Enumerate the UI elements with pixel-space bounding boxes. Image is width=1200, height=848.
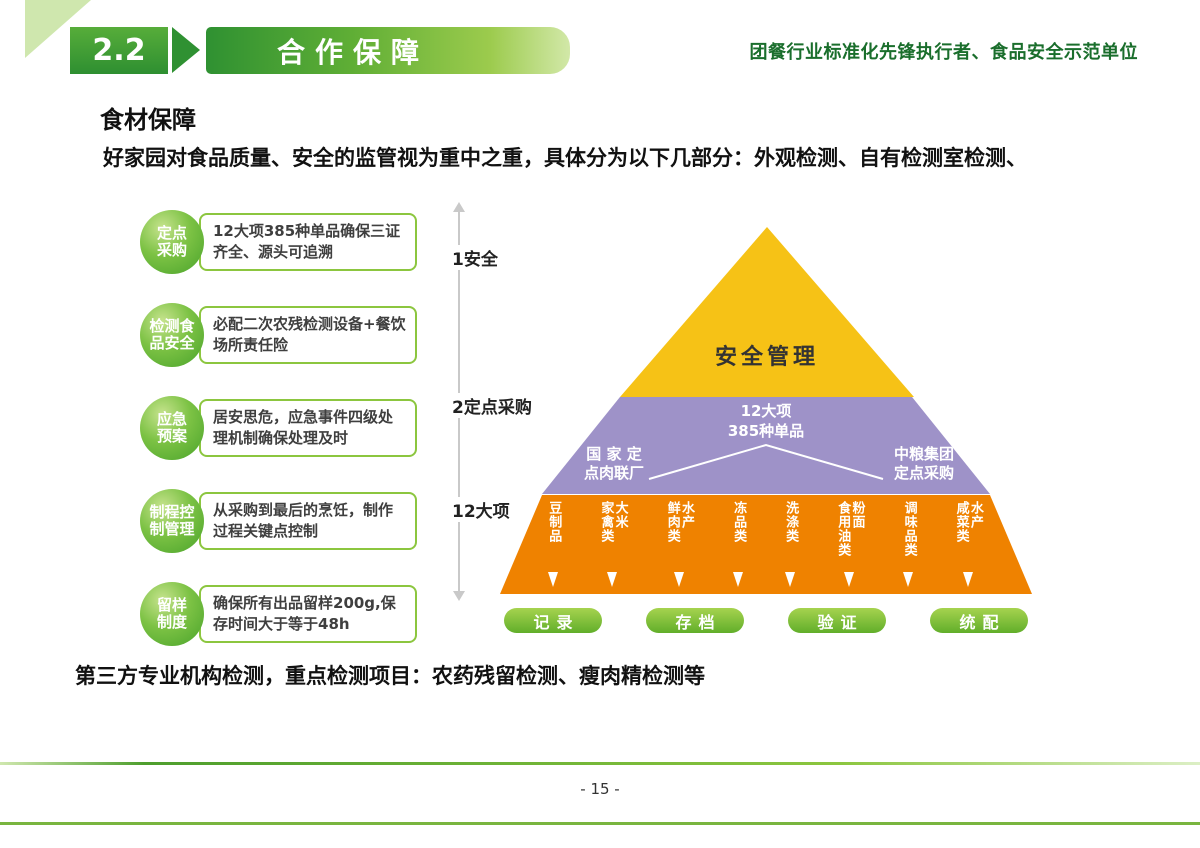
footer-bottom-line [0,822,1200,825]
pyramid-middle-tier: 12大项 385种单品 国 家 定 点肉联厂 中粮集团 定点采购 [542,397,990,494]
measure-item: 应急 预案 居安思危，应急事件四级处理机制确保处理及时 [140,396,417,460]
pyramid-top-label: 安全管理 [714,345,819,370]
axis-arrow-up-icon [453,202,465,212]
down-arrow-icon [784,572,795,587]
roof-outline-icon [648,443,884,480]
down-arrow-icon [962,572,973,587]
measure-label: 制管理 [149,520,195,538]
measure-label: 定点 [156,223,187,242]
middle-right-label: 中粮集团 定点采购 [894,445,954,483]
measure-desc-text: 居安思危，应急事件四级处理机制确保处理及时 [213,408,394,447]
measure-item: 制程控 制管理 从采购到最后的烹饪，制作过程关键点控制 [140,489,417,553]
down-arrow-icon [548,572,559,587]
section-number-badge: 2.2 [70,27,168,74]
measure-label: 采购 [156,241,187,259]
axis-label-procurement: 2定点采购 [452,393,536,418]
measure-label: 应急 [156,409,187,428]
category-group: 食用油类粉面 [835,501,865,587]
measure-item: 留样 制度 确保所有出品留样200g,保存时间大于等于48h [140,582,417,646]
middle-left-line2: 点肉联厂 [584,463,645,482]
down-arrow-icon [844,572,855,587]
middle-left-label: 国 家 定 点肉联厂 [584,445,644,483]
axis-arrow-down-icon [453,591,465,601]
measure-badge: 应急 预案 [140,396,204,460]
intro-text: 好家园对食品质量、安全的监管视为重中之重，具体分为以下几部分：外观检测、自有检测… [103,146,1027,170]
category-group: 鲜肉类水产 [664,501,695,587]
category-group: 调味品类 [901,501,917,587]
measure-desc: 12大项385种单品确保三证齐全、源头可追溯 [199,213,417,271]
middle-center-line1: 12大项 [740,402,792,420]
category-label: 大米 [612,501,628,529]
measure-item: 定点 采购 12大项385种单品确保三证齐全、源头可追溯 [140,210,417,274]
process-button-archive: 存档 [646,608,744,633]
category-label: 粉面 [849,501,865,529]
measure-label: 品安全 [149,334,195,352]
measure-label: 检测食 [149,316,195,335]
category-label: 食用油类 [835,501,851,557]
middle-center-label: 12大项 385种单品 [542,402,990,441]
category-label: 洗涤类 [783,501,799,543]
process-button-verify: 验证 [788,608,886,633]
measure-badge: 定点 采购 [140,210,204,274]
down-arrow-icon [673,572,684,587]
process-buttons: 记录 存档 验证 统配 [500,608,1032,633]
category-label: 调味品类 [901,501,917,557]
category-label: 冻品类 [731,501,747,543]
measure-badge: 制程控 制管理 [140,489,204,553]
category-label: 家禽类 [598,501,614,543]
measure-desc-text: 确保所有出品留样200g,保存时间大于等于48h [213,594,396,633]
category-group: 洗涤类 [783,501,799,587]
middle-right-line2: 定点采购 [893,463,954,482]
axis-label-safety: 1安全 [452,245,502,270]
process-button-record: 记录 [504,608,602,633]
section-heading: 食材保障 [100,106,196,134]
category-group: 豆制品 [546,501,562,587]
pyramid-diagram: 1安全 2定点采购 12大项 安全管理 12大项 385种单品 国 家 定 点肉… [450,202,1040,650]
measure-item: 检测食 品安全 必配二次农残检测设备+餐饮场所责任险 [140,303,417,367]
down-arrow-icon [903,572,914,587]
measure-label: 制度 [156,613,187,631]
banner: 合作保障 [206,27,570,74]
process-button-distribute: 统配 [930,608,1028,633]
bottom-note: 第三方专业机构检测，重点检测项目：农药残留检测、瘦肉精检测等 [75,664,705,688]
measure-badge: 留样 制度 [140,582,204,646]
category-group: 家禽类大米 [598,501,628,587]
category-label: 豆制品 [546,501,562,543]
category-label: 水产 [679,501,695,529]
pyramid-top-tier: 安全管理 [620,227,914,397]
footer-divider [0,762,1200,765]
middle-center-line2: 385种单品 [727,421,805,440]
measure-desc-text: 12大项385种单品确保三证齐全、源头可追溯 [213,222,401,261]
axis-label-categories: 12大项 [452,497,514,522]
header-tagline: 团餐行业标准化先锋执行者、食品安全示范单位 [749,42,1138,63]
banner-title: 合作保障 [276,35,429,69]
category-group: 冻品类 [731,501,747,587]
measure-desc: 必配二次农残检测设备+餐饮场所责任险 [199,306,417,364]
measure-label: 留样 [156,595,187,614]
category-label: 水产 [967,501,983,529]
measure-desc: 居安思危，应急事件四级处理机制确保处理及时 [199,399,417,457]
down-arrow-icon [607,572,618,587]
measure-label: 预案 [156,427,187,445]
measure-badge: 检测食 品安全 [140,303,204,367]
down-arrow-icon [732,572,743,587]
middle-left-line1: 国 家 定 [586,445,642,463]
middle-right-line1: 中粮集团 [893,445,954,463]
category-label: 鲜肉类 [664,501,680,543]
measure-desc-text: 从采购到最后的烹饪，制作过程关键点控制 [213,501,394,540]
measure-desc: 确保所有出品留样200g,保存时间大于等于48h [199,585,417,643]
measure-desc-text: 必配二次农残检测设备+餐饮场所责任险 [213,315,406,354]
category-label: 咸菜类 [953,501,969,543]
measure-desc: 从采购到最后的烹饪，制作过程关键点控制 [199,492,417,550]
chevron-right-icon [172,27,200,73]
category-group: 咸菜类水产 [953,501,983,587]
page-number: - 15 - [580,780,620,798]
measure-label: 制程控 [149,502,195,521]
pyramid-bottom-tier: 豆制品 家禽类大米 鲜肉类水产 冻品类 洗涤类 食用油类粉面 [500,495,1032,594]
